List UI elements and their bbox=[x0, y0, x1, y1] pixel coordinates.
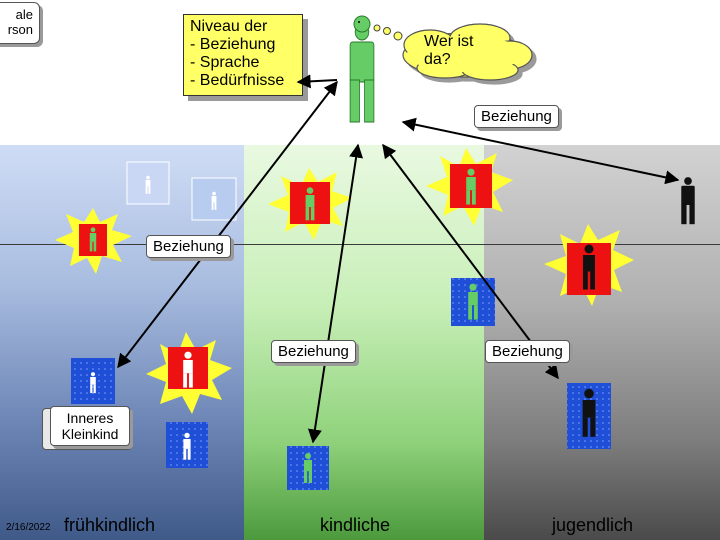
relation-arrows bbox=[117, 74, 680, 444]
red-figure-starburst-1 bbox=[55, 208, 132, 274]
relation-label-top-right: Beziehung bbox=[474, 105, 559, 128]
central-person-figure bbox=[349, 15, 375, 123]
footer-date: 2/16/2022 bbox=[6, 522, 51, 533]
red-figure-starburst-5 bbox=[146, 332, 232, 414]
top-left-line-2: rson bbox=[7, 22, 33, 37]
inner-child-line-2: Kleinkind bbox=[61, 426, 119, 442]
blue-figure-box-2 bbox=[166, 422, 208, 468]
zone-label-early: frühkindlich bbox=[64, 515, 156, 535]
cloud-line-2: da? bbox=[424, 51, 451, 68]
inner-child-line-1: Inneres bbox=[66, 410, 114, 426]
blue-figure-box-4 bbox=[287, 446, 329, 490]
niveau-line-3: - Sprache bbox=[190, 54, 260, 71]
red-figure-starburst-4 bbox=[544, 224, 634, 306]
niveau-line-2: - Beziehung bbox=[190, 36, 276, 53]
blue-figure-box-5 bbox=[567, 383, 611, 449]
relation-label-left: Beziehung bbox=[146, 235, 231, 258]
faded-figure-box-2 bbox=[191, 177, 237, 221]
top-left-label-box: ale rson bbox=[0, 2, 40, 44]
cloud-line-1: Wer ist bbox=[424, 33, 474, 50]
thought-cloud bbox=[373, 23, 533, 81]
red-figure-starburst-3 bbox=[426, 148, 513, 226]
zone-label-child: kindliche bbox=[320, 515, 391, 535]
red-figure-starburst-2 bbox=[268, 168, 352, 240]
inner-child-box: Inneres Kleinkind bbox=[50, 406, 130, 446]
faded-figure-box-1 bbox=[126, 161, 170, 205]
relation-label-center: Beziehung bbox=[271, 340, 356, 363]
black-figure-right bbox=[681, 177, 695, 225]
relation-label-right: Beziehung bbox=[485, 340, 570, 363]
top-left-line-1: ale bbox=[15, 7, 33, 22]
niveau-line-1: Niveau der bbox=[190, 18, 268, 35]
zone-label-youth: jugendlich bbox=[552, 515, 634, 535]
cloud-text: Wer ist da? bbox=[424, 33, 473, 69]
blue-figure-box-1 bbox=[71, 358, 115, 404]
